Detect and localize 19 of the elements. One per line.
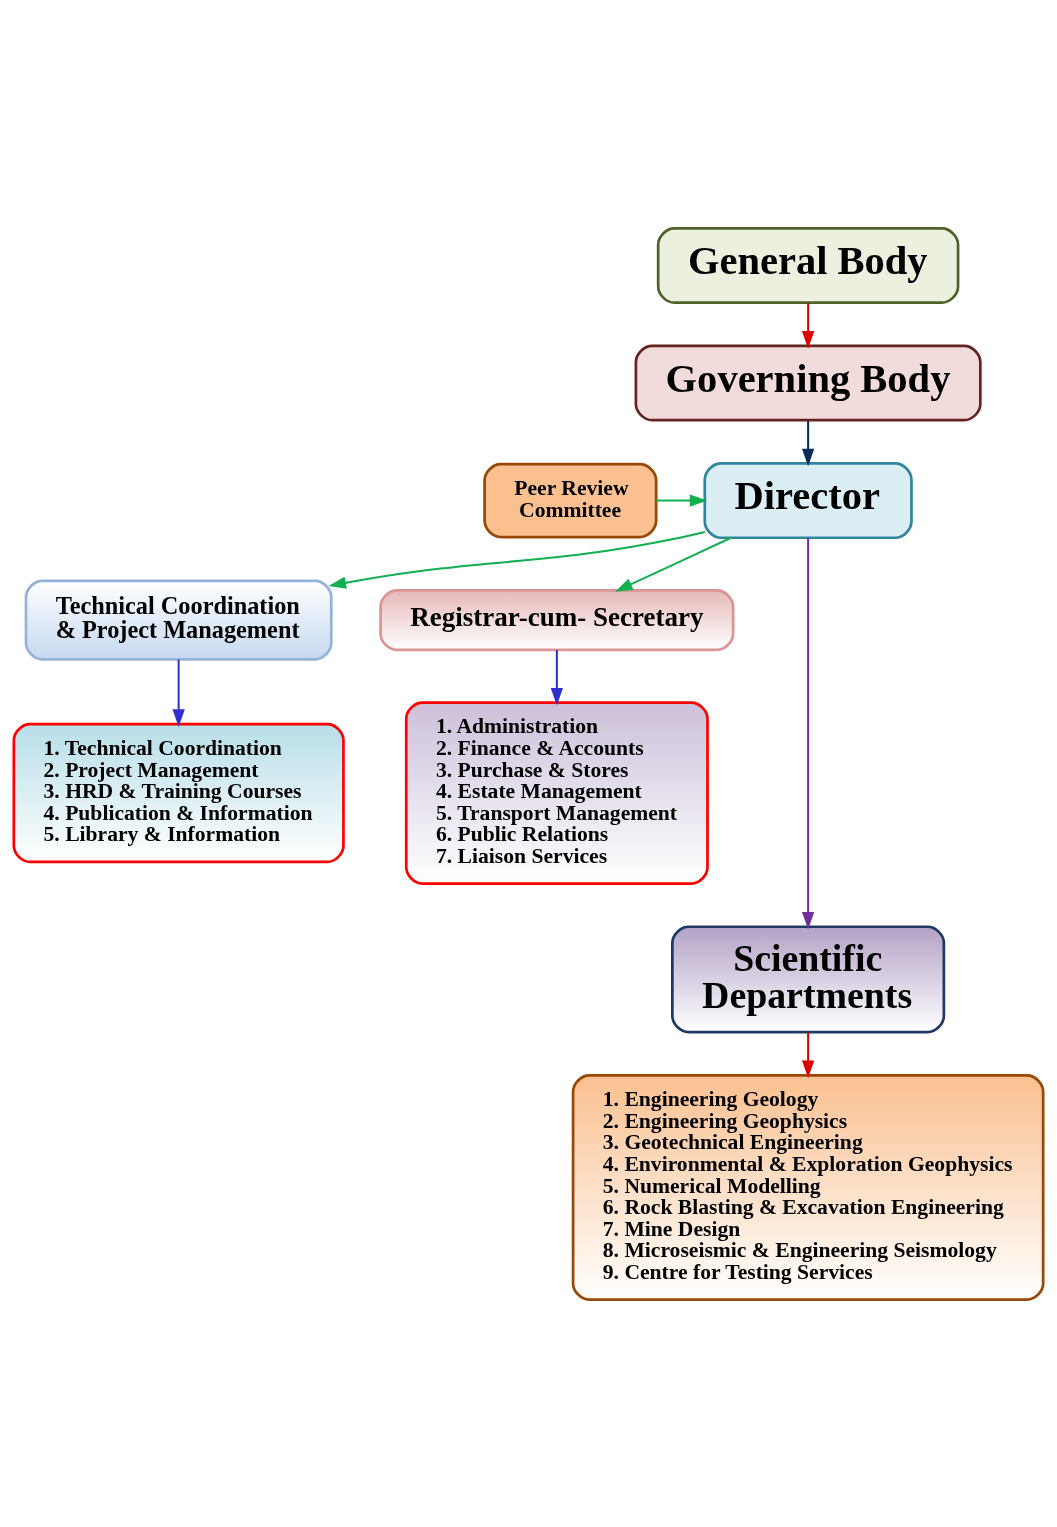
arrow: [550, 649, 563, 706]
arrow: [328, 530, 705, 589]
node-box: Governing Body: [634, 344, 982, 422]
arrow: [801, 1032, 815, 1078]
arrow: [172, 659, 185, 727]
arrow: [801, 420, 815, 466]
node-box: Scientific Departments: [671, 924, 946, 1033]
arrow: [656, 493, 708, 507]
node-box: Director: [703, 461, 913, 539]
node-box: General Body: [656, 226, 960, 304]
arrow: [615, 536, 732, 592]
arrow: [801, 537, 815, 930]
node-box: Registrar-cum- Secretary: [379, 588, 735, 651]
node-box: Technical Coordination & Project Management: [24, 579, 333, 661]
node-box: 1. Administration 2. Finance & Accounts 3. Purchase & Stores 4. Estate Management 5. Transport Management 6. Public Relations 7. Liaison Services: [404, 700, 709, 885]
node-box: 1. Engineering Geology 2. Engineering Geophysics 3. Geotechnical Engineering 4. Environmental & Exploration Geophysics 5. Numerical Modelling 6. Rock Blasting & Excavation Engineering 7. Mine Design 8. Microseismic & Engineering Seismology 9. Centre for Testing Services: [571, 1073, 1045, 1301]
node-box: Peer Review Committee: [483, 462, 658, 538]
arrow: [801, 302, 815, 349]
node-box: 1. Technical Coordination 2. Project Management 3. HRD & Training Courses 4. Publication & Information 5. Library & Information: [12, 722, 345, 863]
